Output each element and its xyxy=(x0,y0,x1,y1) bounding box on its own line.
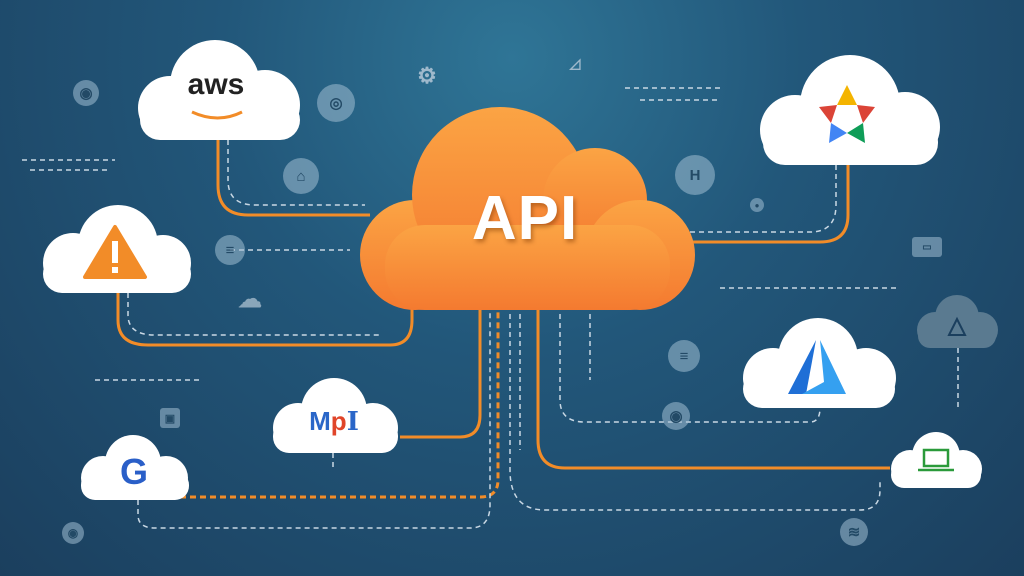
api-cloud-shape xyxy=(360,107,695,310)
orange-wires xyxy=(116,140,890,499)
api-label: API xyxy=(471,184,579,253)
warning-icon xyxy=(83,225,147,279)
google-cloud-provider[interactable] xyxy=(755,55,940,165)
gear-icon: ⚙ xyxy=(417,63,437,88)
azure-logo-icon xyxy=(788,340,846,394)
server-icon: ≡ xyxy=(215,235,245,265)
mp-m: M xyxy=(309,406,331,436)
azure-cloud[interactable] xyxy=(738,318,897,408)
card-icon: ▭ xyxy=(912,237,942,257)
google-cloud[interactable]: G xyxy=(78,435,190,500)
dashed-wires xyxy=(22,87,959,529)
laptop-cloud[interactable] xyxy=(888,432,983,488)
google-g-logo: G xyxy=(119,451,148,492)
flag-icon: ◿ xyxy=(569,54,581,71)
lock-icon: ▣ xyxy=(160,408,180,428)
menu-icon: ≡ xyxy=(668,340,700,372)
dot-icon: ● xyxy=(750,198,764,212)
target-icon: ◉ xyxy=(73,80,99,106)
aws-smile-icon xyxy=(191,110,243,120)
audio-icon: ≋ xyxy=(840,518,868,546)
aws-cloud[interactable]: aws xyxy=(130,40,302,140)
star-logo-icon xyxy=(819,85,875,143)
target-icon-bottom: ◉ xyxy=(62,522,84,544)
user-icon xyxy=(947,316,967,336)
mp-cloud[interactable]: MpI xyxy=(268,378,400,453)
globe-icon: ◎ xyxy=(317,84,355,122)
antenna-icon: ⌂ xyxy=(283,158,319,194)
dark-cloud xyxy=(915,295,998,348)
mp-p: p xyxy=(330,406,347,436)
record-icon: ◉ xyxy=(662,402,690,430)
api-cloud: API xyxy=(355,105,695,310)
grid-icon: H xyxy=(675,155,715,195)
laptop-icon xyxy=(918,448,954,472)
mp-i: I xyxy=(346,407,359,437)
aws-logo-text: aws xyxy=(187,68,245,101)
mp-logo: MpI xyxy=(268,406,400,437)
cloud-small-icon: ☁ xyxy=(238,285,262,313)
alert-cloud[interactable] xyxy=(38,205,193,293)
